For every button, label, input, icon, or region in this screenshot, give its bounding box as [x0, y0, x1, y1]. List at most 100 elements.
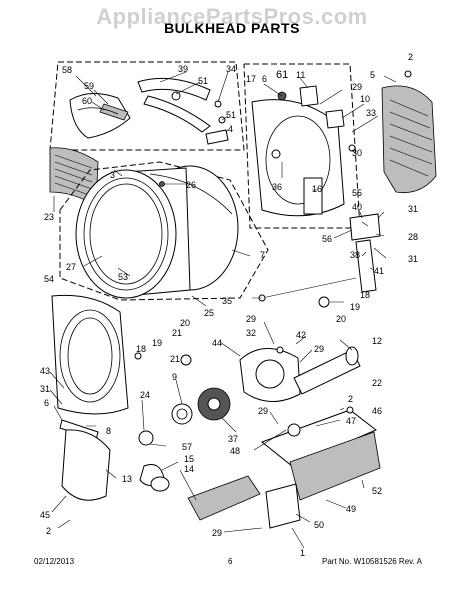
exhaust-tube-22: [293, 349, 361, 395]
bracket-50: [265, 483, 301, 529]
duct-edge: [77, 107, 119, 115]
callout-labels: 58 59 60 39 51 34 51 4 3 17 6 61 11 2 5 …: [40, 52, 418, 558]
callout-44: 44: [212, 338, 222, 348]
bearing-36: [271, 149, 281, 159]
callout-28: 28: [408, 232, 418, 242]
callout-35: 35: [222, 296, 232, 306]
callout-34: 34: [226, 64, 236, 74]
callout-59: 59: [84, 81, 94, 91]
duct-45: [61, 429, 111, 501]
callout-13: 13: [122, 474, 132, 484]
callout-25: 25: [204, 308, 214, 318]
rear-bulkhead-group: [243, 63, 361, 229]
callout-17: 17: [246, 74, 256, 84]
shaft-35: [261, 277, 357, 299]
callout-40: 40: [352, 202, 362, 212]
callout-2c: 2: [46, 526, 51, 536]
callout-33: 33: [366, 108, 376, 118]
callout-5: 5: [370, 70, 375, 80]
exhaust-grid-lines: [389, 99, 433, 177]
idler-group: [180, 277, 357, 366]
wire-13: [150, 476, 170, 492]
idler-20: [318, 296, 330, 308]
group-boundary-drum: [59, 161, 269, 301]
front-bulkhead-ring: [59, 309, 121, 403]
drum-front-rim: [75, 169, 177, 299]
callout-1: 1: [300, 548, 305, 558]
callout-55: 55: [352, 188, 362, 198]
lint-duct-part: [69, 93, 131, 139]
callout-15: 15: [184, 454, 194, 464]
page-title: BULKHEAD PARTS: [164, 20, 300, 36]
callout-39: 39: [178, 64, 188, 74]
callout-43: 43: [40, 366, 50, 376]
callout-31b: 31: [408, 254, 418, 264]
callout-16: 16: [312, 184, 322, 194]
callout-54: 54: [44, 274, 54, 284]
callout-29d: 29: [258, 406, 268, 416]
callout-53: 53: [118, 272, 128, 282]
watermark: AppliancePartsPros.com: [96, 4, 368, 29]
callout-10: 10: [360, 94, 370, 104]
drum-front-opening: [83, 177, 169, 291]
callout-2a: 2: [408, 52, 413, 62]
callout-14: 14: [184, 464, 194, 474]
callout-41: 41: [374, 266, 384, 276]
heater-element-14: [187, 475, 261, 521]
callout-19a: 19: [350, 302, 360, 312]
callout-21b: 21: [170, 354, 180, 364]
front-bulkhead-panel: [51, 294, 129, 415]
group-boundary-upper-left: [49, 61, 245, 151]
callout-48: 48: [230, 446, 240, 456]
screw-2b: [346, 406, 354, 414]
pulley-18b: [180, 354, 192, 366]
callout-9: 9: [172, 372, 177, 382]
callout-47: 47: [346, 416, 356, 426]
callout-23: 23: [44, 212, 54, 222]
callout-42: 42: [296, 330, 306, 340]
callout-56: 56: [322, 234, 332, 244]
callout-61: 61: [276, 69, 288, 81]
callout-57: 57: [182, 442, 192, 452]
callout-12: 12: [372, 336, 382, 346]
callout-29c: 29: [314, 344, 324, 354]
callout-18a: 18: [360, 290, 370, 300]
drum-front-inner: [89, 183, 163, 285]
callout-2b: 2: [348, 394, 353, 404]
callout-31a: 31: [408, 204, 418, 214]
screw-30: [348, 144, 356, 152]
callout-29e: 29: [212, 528, 222, 538]
footer-date: 02/12/2013: [34, 557, 75, 566]
seal-9: [171, 403, 193, 425]
exhaust-cover-body: [381, 85, 437, 194]
callout-51a: 51: [198, 76, 208, 86]
callout-29a: 29: [352, 82, 362, 92]
callout-7: 7: [260, 250, 265, 260]
footer-page: 6: [228, 557, 233, 566]
rear-bulkhead-ring: [265, 115, 331, 205]
callout-6b: 6: [44, 398, 49, 408]
bracket-39: [137, 77, 211, 101]
drum-seam: [149, 173, 233, 215]
callout-22: 22: [372, 378, 382, 388]
callout-11: 11: [296, 70, 305, 80]
sensor-10: [325, 109, 345, 129]
callout-6a: 6: [262, 74, 267, 84]
callout-51b: 51: [226, 110, 236, 120]
callout-19b: 19: [152, 338, 162, 348]
callout-52: 52: [372, 486, 382, 496]
callout-60: 60: [82, 96, 92, 106]
callout-4: 4: [228, 124, 233, 134]
callout-20a: 20: [336, 314, 346, 324]
tube-end-12: [345, 346, 359, 366]
callout-27: 27: [66, 262, 76, 272]
callout-46: 46: [372, 406, 382, 416]
callout-8: 8: [106, 426, 111, 436]
bracket-11: [299, 85, 319, 107]
blower-group: [138, 346, 361, 446]
callout-24: 24: [140, 390, 150, 400]
blower-hub: [207, 397, 221, 411]
callout-32: 32: [246, 328, 256, 338]
callout-38: 38: [350, 250, 360, 260]
